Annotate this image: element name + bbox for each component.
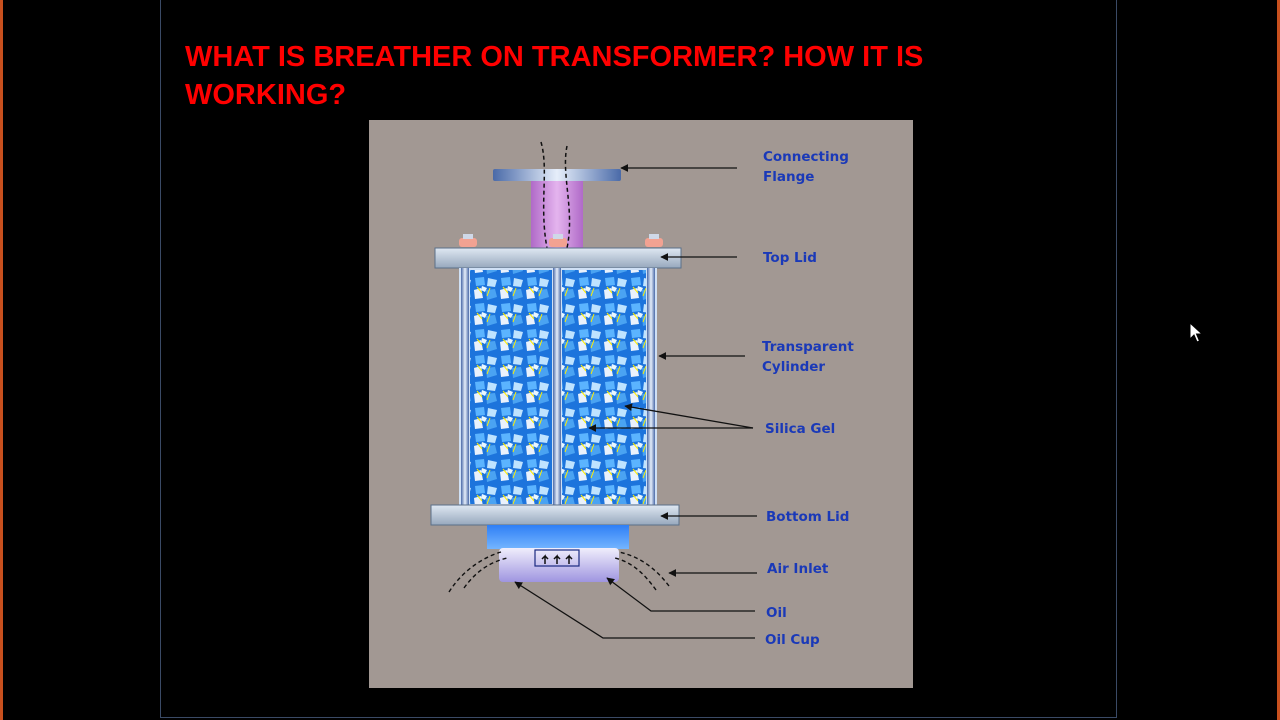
air-flow-path-left	[540, 141, 548, 249]
cylinder-rod-center	[553, 268, 561, 506]
cylinder-rod-right	[647, 268, 655, 506]
label-transparent-cylinder-line1: Transparent	[762, 339, 854, 355]
label-air-inlet: Air Inlet	[767, 561, 829, 577]
mouse-pointer-icon	[1189, 322, 1203, 343]
connecting-flange-plate	[493, 169, 621, 181]
cylinder-rod-left	[461, 268, 469, 506]
label-oil-cup: Oil Cup	[765, 632, 820, 648]
label-connecting-flange-line2: Flange	[763, 169, 814, 185]
slide: WHAT IS BREATHER ON TRANSFORMER? HOW IT …	[160, 0, 1117, 718]
silica-gel-chamber-right	[562, 270, 646, 504]
bottom-lid-plate	[430, 504, 680, 526]
air-flow-path-right	[564, 145, 571, 249]
label-silica-gel: Silica Gel	[765, 421, 835, 437]
right-frame-edge	[1277, 0, 1280, 720]
label-oil: Oil	[766, 605, 787, 621]
label-transparent-cylinder-line2: Cylinder	[762, 359, 825, 375]
pointer-lines	[514, 164, 757, 639]
label-top-lid: Top Lid	[763, 250, 817, 266]
breather-diagram-svg: Connecting Flange Top Lid Transparent Cy…	[369, 120, 913, 688]
air-inlet-base	[487, 525, 629, 549]
breather-diagram: Connecting Flange Top Lid Transparent Cy…	[369, 120, 913, 688]
top-lid-bolts	[459, 234, 663, 247]
label-connecting-flange-line1: Connecting	[763, 149, 849, 165]
oil-cup	[499, 548, 619, 582]
air-inlet-arrows	[541, 554, 573, 564]
air-inlet-tube	[534, 549, 580, 567]
incoming-air-paths	[448, 551, 670, 593]
left-frame-edge	[0, 0, 3, 720]
top-lid-plate	[434, 247, 682, 269]
label-bottom-lid: Bottom Lid	[766, 509, 849, 525]
slide-title: WHAT IS BREATHER ON TRANSFORMER? HOW IT …	[185, 41, 924, 111]
silica-gel-chamber-left	[470, 270, 552, 504]
